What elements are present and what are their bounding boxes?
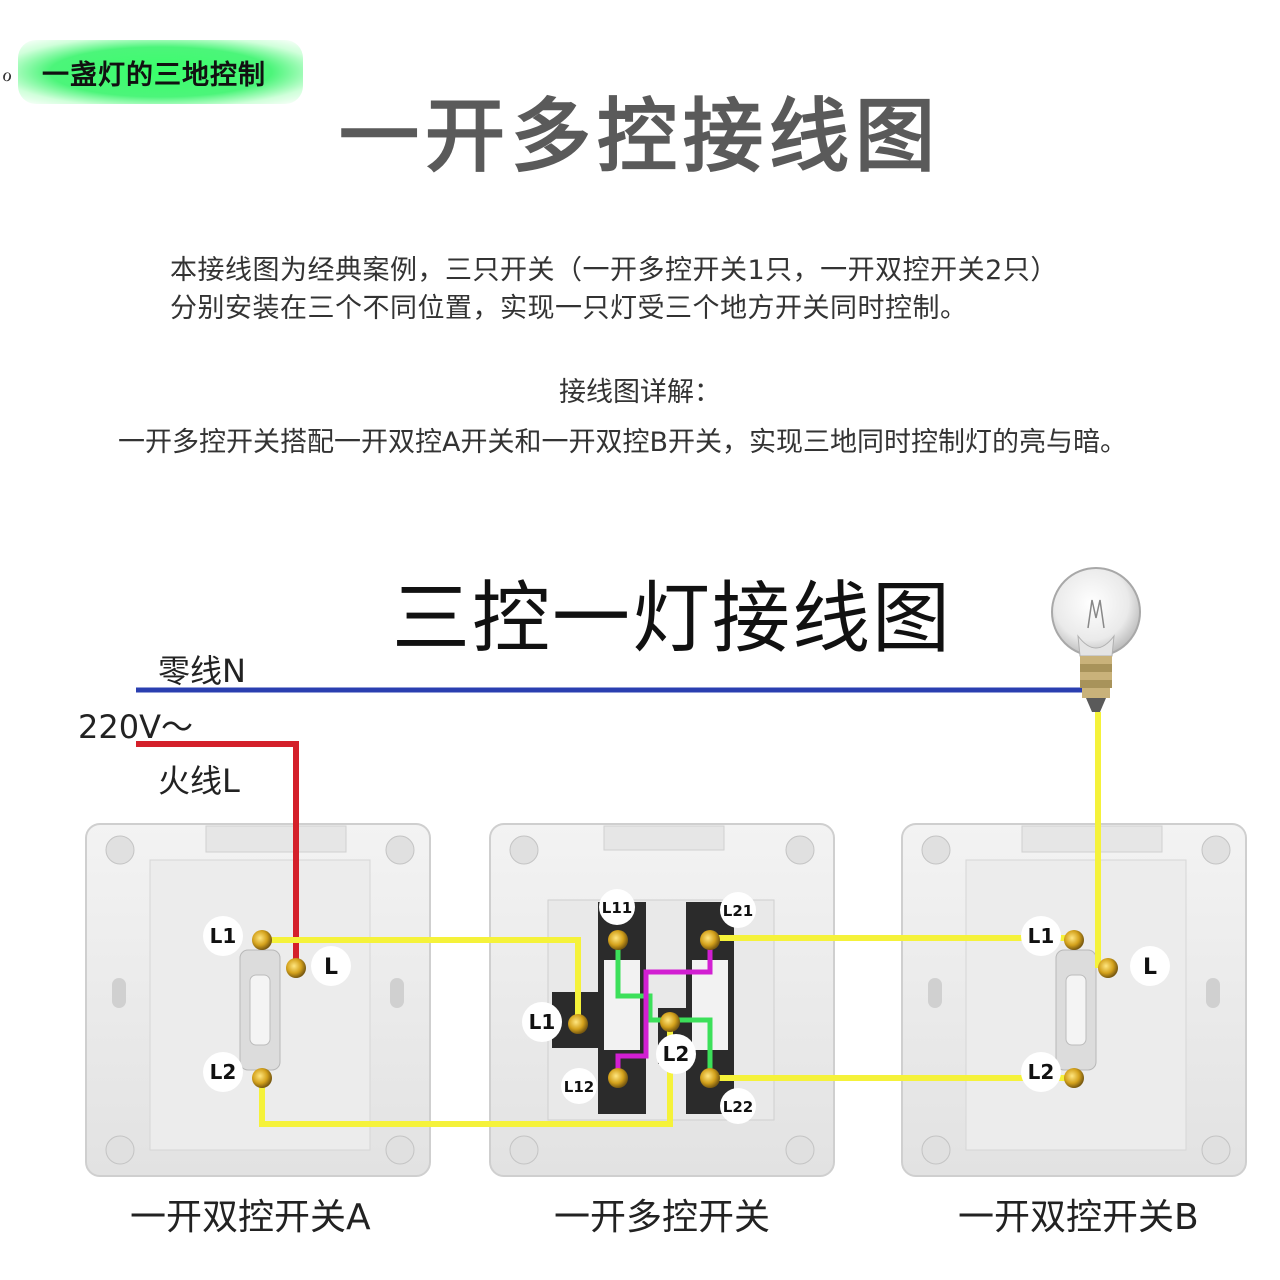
neutral-label: 零线N — [158, 652, 246, 690]
intro-line-1: 本接线图为经典案例，三只开关（一开多控开关1只，一开双控开关2只） — [170, 255, 1058, 286]
page-title: 一开多控接线图 — [339, 90, 941, 183]
topic-tag-text: 一盏灯的三地控制 — [42, 59, 266, 91]
topic-tag: 一盏灯的三地控制 — [18, 40, 303, 104]
a-l-label: L — [324, 955, 338, 980]
multi-l22-label: L22 — [723, 1098, 753, 1116]
wire-a-l1 — [262, 937, 581, 1024]
detail-text: 一开多控开关搭配一开双控A开关和一开双控B开关，实现三地同时控制灯的亮与暗。 — [118, 427, 1127, 458]
live-label: 火线L — [158, 762, 240, 800]
multi-l11-label: L11 — [602, 899, 632, 917]
switch-a-plate — [85, 823, 431, 1177]
internal-magenta-wire — [615, 940, 713, 1078]
terminal-screws — [252, 930, 1118, 1088]
detail-title: 接线图详解： — [559, 377, 721, 408]
live-wire — [136, 741, 299, 968]
b-l-label: L — [1143, 955, 1157, 980]
voltage-label: 220V～ — [78, 708, 193, 746]
a-l2-label: L2 — [210, 1060, 237, 1084]
a-l1-label: L1 — [210, 924, 237, 948]
b-l1-label: L1 — [1028, 924, 1055, 948]
diagram-title: 三控一灯接线图 — [392, 574, 953, 664]
intro-line-2: 分别安装在三个不同位置，实现一只灯受三个地方开关同时控制。 — [170, 293, 968, 324]
multi-l12-label: L12 — [564, 1078, 594, 1096]
multi-l2-label: L2 — [663, 1042, 690, 1066]
multi-switch-caption: 一开多控开关 — [554, 1197, 771, 1238]
switch-b-caption: 一开双控开关B — [958, 1197, 1199, 1238]
curl-decoration: ℴ — [2, 62, 13, 87]
terminal-label-bubbles — [203, 889, 1170, 1124]
multi-l21-label: L21 — [723, 902, 753, 920]
light-bulb-icon — [1051, 567, 1141, 712]
switch-b-plate — [901, 823, 1247, 1177]
switch-a-caption: 一开双控开关A — [130, 1197, 371, 1238]
internal-green-wire — [615, 940, 713, 1078]
multi-l1-label: L1 — [529, 1010, 556, 1034]
b-l2-label: L2 — [1028, 1060, 1055, 1084]
